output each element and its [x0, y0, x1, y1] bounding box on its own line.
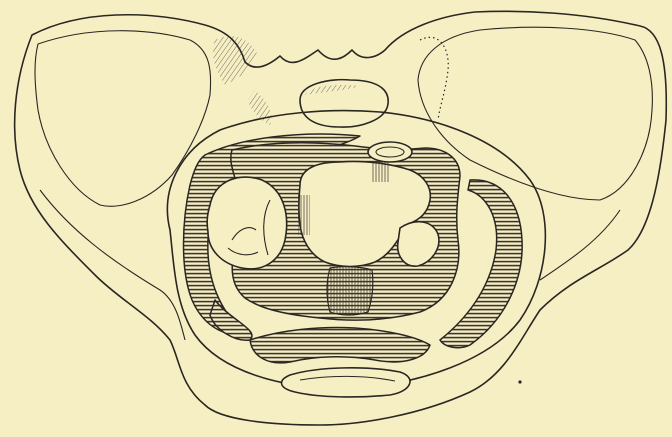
left-pelvic-edge — [40, 190, 185, 340]
pubic-symphysis — [282, 368, 410, 397]
left-ilium-inner-edge — [35, 31, 211, 207]
bladder-band — [250, 328, 430, 363]
rectum-ring — [368, 142, 412, 162]
anterior-band — [210, 300, 252, 340]
cervix-ligament — [327, 267, 373, 315]
uterosacral-ligament — [372, 162, 390, 182]
speck-mark — [518, 380, 521, 383]
left-crest-shading — [213, 36, 258, 85]
